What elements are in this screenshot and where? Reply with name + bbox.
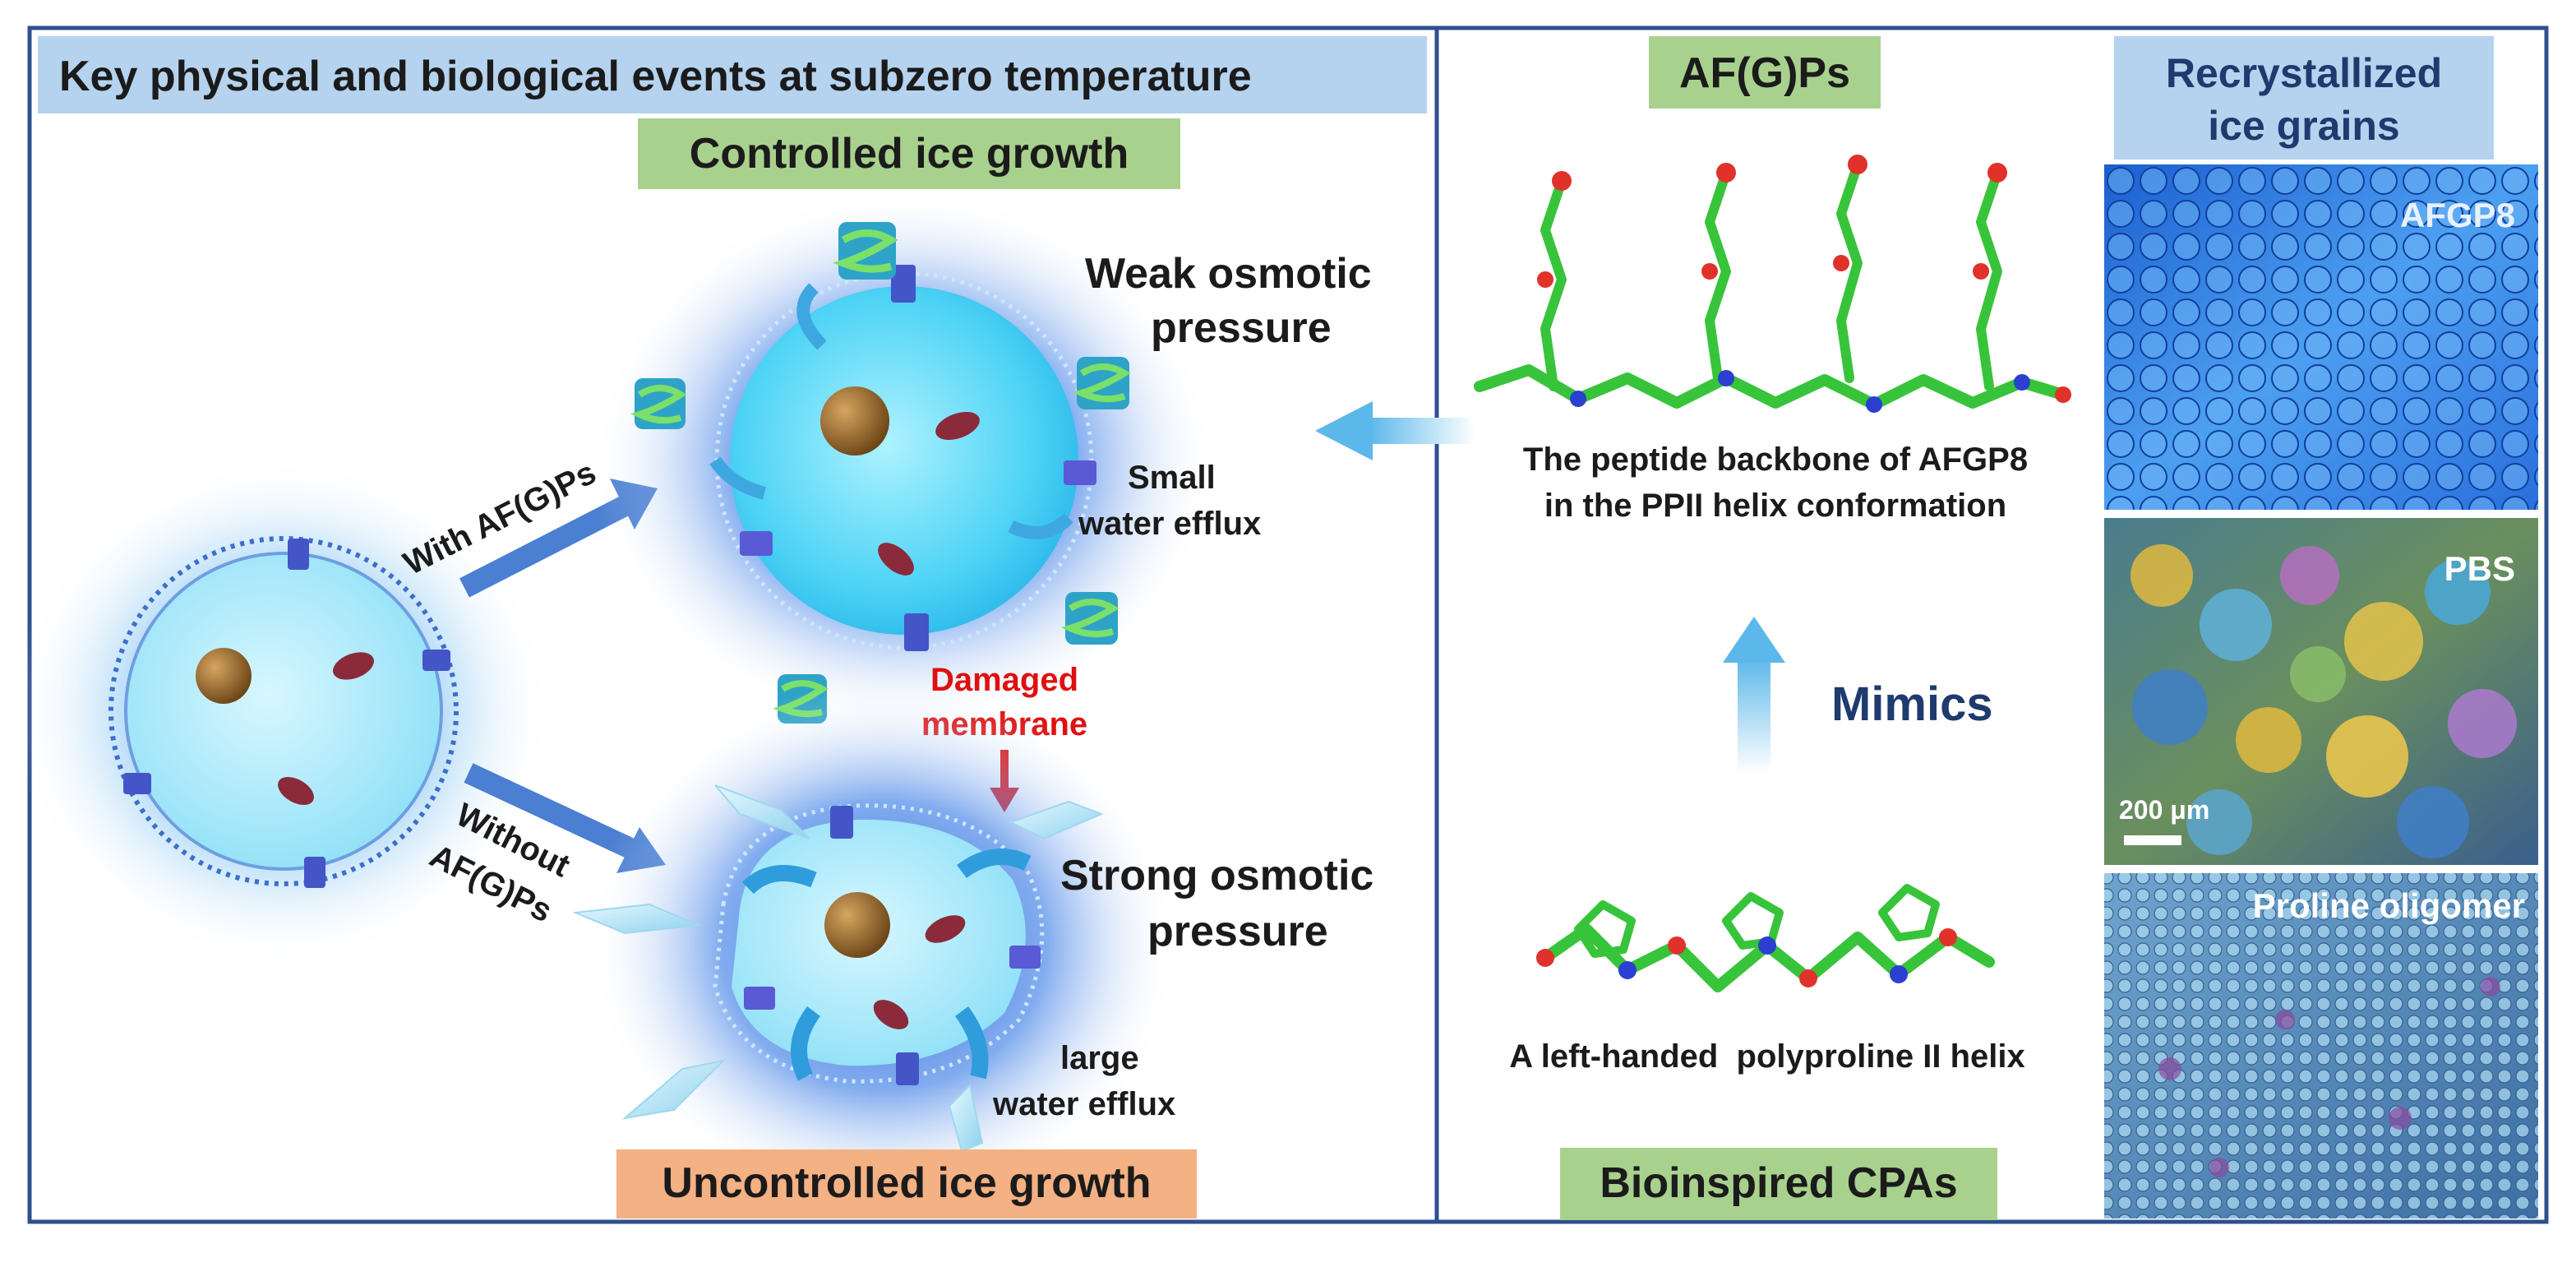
resting-cell-mitochondrion [333,652,374,680]
membrane-channel [1064,460,1096,485]
afgps-label-box [1649,36,1881,109]
large-efflux-line1: large [1060,1040,1139,1076]
uncontrolled-ice-growth-label: Uncontrolled ice growth [662,1159,1151,1207]
afgp8-micrograph: AFGP8 [2104,164,2538,510]
proline-oligomer-micrograph: Proline oligomer [2104,873,2538,1218]
afgp-to-cell-arrow-body [1369,418,1475,444]
resting-cell-nucleus [196,648,252,704]
afgp-molecule-icon [1072,357,1131,409]
water-efflux-arrow [1008,513,1073,539]
small-efflux-line1: Small [1128,460,1216,496]
weak-pressure-line1: Weak osmotic [1085,250,1372,298]
controlled-cell-mitochondrion [935,411,980,441]
controlled-cell-body [730,286,1078,635]
uncontrolled-cell-membrane [713,803,1045,1084]
water-efflux-arrow [796,283,827,350]
membrane-channel [744,987,775,1010]
ice-crystal-icon [714,784,810,839]
afgps-label: AF(G)Ps [1679,49,1850,97]
membrane-channel [288,539,309,570]
afgp8-backbone-structure [1474,155,2071,413]
controlled-cell-mitochondrion [878,543,914,576]
heading-background [38,36,1427,113]
water-efflux-arrow [954,1006,989,1080]
strong-pressure-line2: pressure [1147,908,1328,955]
cpas-label: Bioinspired CPAs [1600,1159,1957,1207]
backbone-caption-line2: in the PPII helix conformation [1544,488,2006,524]
ice-crystal-icon [1009,800,1104,840]
weak-pressure-line2: pressure [1151,304,1332,352]
micrograph-label-afgp8: AFGP8 [2400,196,2515,234]
membrane-channel [740,531,773,556]
ice-crystal-icon [572,903,702,935]
uncontrolled-label-box [616,1149,1197,1218]
membrane-channel [891,265,916,303]
resting-cell-body [124,552,443,871]
membrane-channel [304,857,325,888]
scale-bar-label: 200 μm [2119,795,2209,825]
membrane-channel [1009,946,1041,969]
afgp-molecule-icon [1060,592,1119,645]
afgp-molecule-icon [630,378,687,429]
without-afgps-arrow [464,763,646,863]
polyproline-helix-structure [1536,884,1995,992]
water-efflux-arrow [709,456,767,500]
membrane-channel [422,650,450,671]
controlled-ice-growth-label: Controlled ice growth [690,130,1129,178]
cpas-label-box [1560,1148,1997,1220]
membrane-channel [830,806,853,839]
right-panel-frame [1434,25,2549,1224]
scale-bar [2124,835,2181,845]
uncontrolled-cell-mitochondrion [873,1000,909,1029]
helix-caption: A left-handed polyproline II helix [1509,1038,2024,1075]
water-efflux-arrow [957,849,1032,879]
uncontrolled-cell-nucleus [824,892,890,958]
left-panel-heading: Key physical and biological events at su… [59,53,1252,100]
uncontrolled-cell-mitochondrion [925,915,966,943]
recryst-line1: Recrystallized [2166,50,2442,96]
water-efflux-arrow [741,865,817,895]
afgp-to-cell-arrowhead [1315,401,1373,460]
micrograph-label-proline: Proline oligomer [2253,886,2525,925]
ice-crystal-icon [948,1083,984,1153]
large-efflux-line2: water efflux [992,1086,1175,1122]
controlled-cell-nucleus [820,386,889,455]
controlled-label-box [638,118,1180,189]
membrane-channel [904,613,929,651]
backbone-caption-line1: The peptide backbone of AFGP8 [1523,442,2028,478]
membrane-channel [123,773,151,794]
small-efflux-line2: water efflux [1078,506,1261,542]
mimics-arrowhead [1723,617,1785,663]
afgp-molecule-icon [833,222,898,280]
membrane-channel [896,1052,919,1085]
recryst-line2: ice grains [2208,103,2399,149]
ice-crystal-icon [621,1059,727,1120]
resting-cell-mitochondrion [278,776,314,806]
pbs-micrograph: PBS 200 μm [2104,518,2538,865]
strong-pressure-line1: Strong osmotic [1060,852,1373,899]
mimics-arrow-body [1738,658,1770,773]
mimics-label: Mimics [1831,677,1993,731]
micrograph-label-pbs: PBS [2444,549,2515,588]
recryst-label-box [2114,36,2494,160]
resting-cell-membrane-outer [108,536,459,886]
water-efflux-arrow [791,1006,821,1081]
